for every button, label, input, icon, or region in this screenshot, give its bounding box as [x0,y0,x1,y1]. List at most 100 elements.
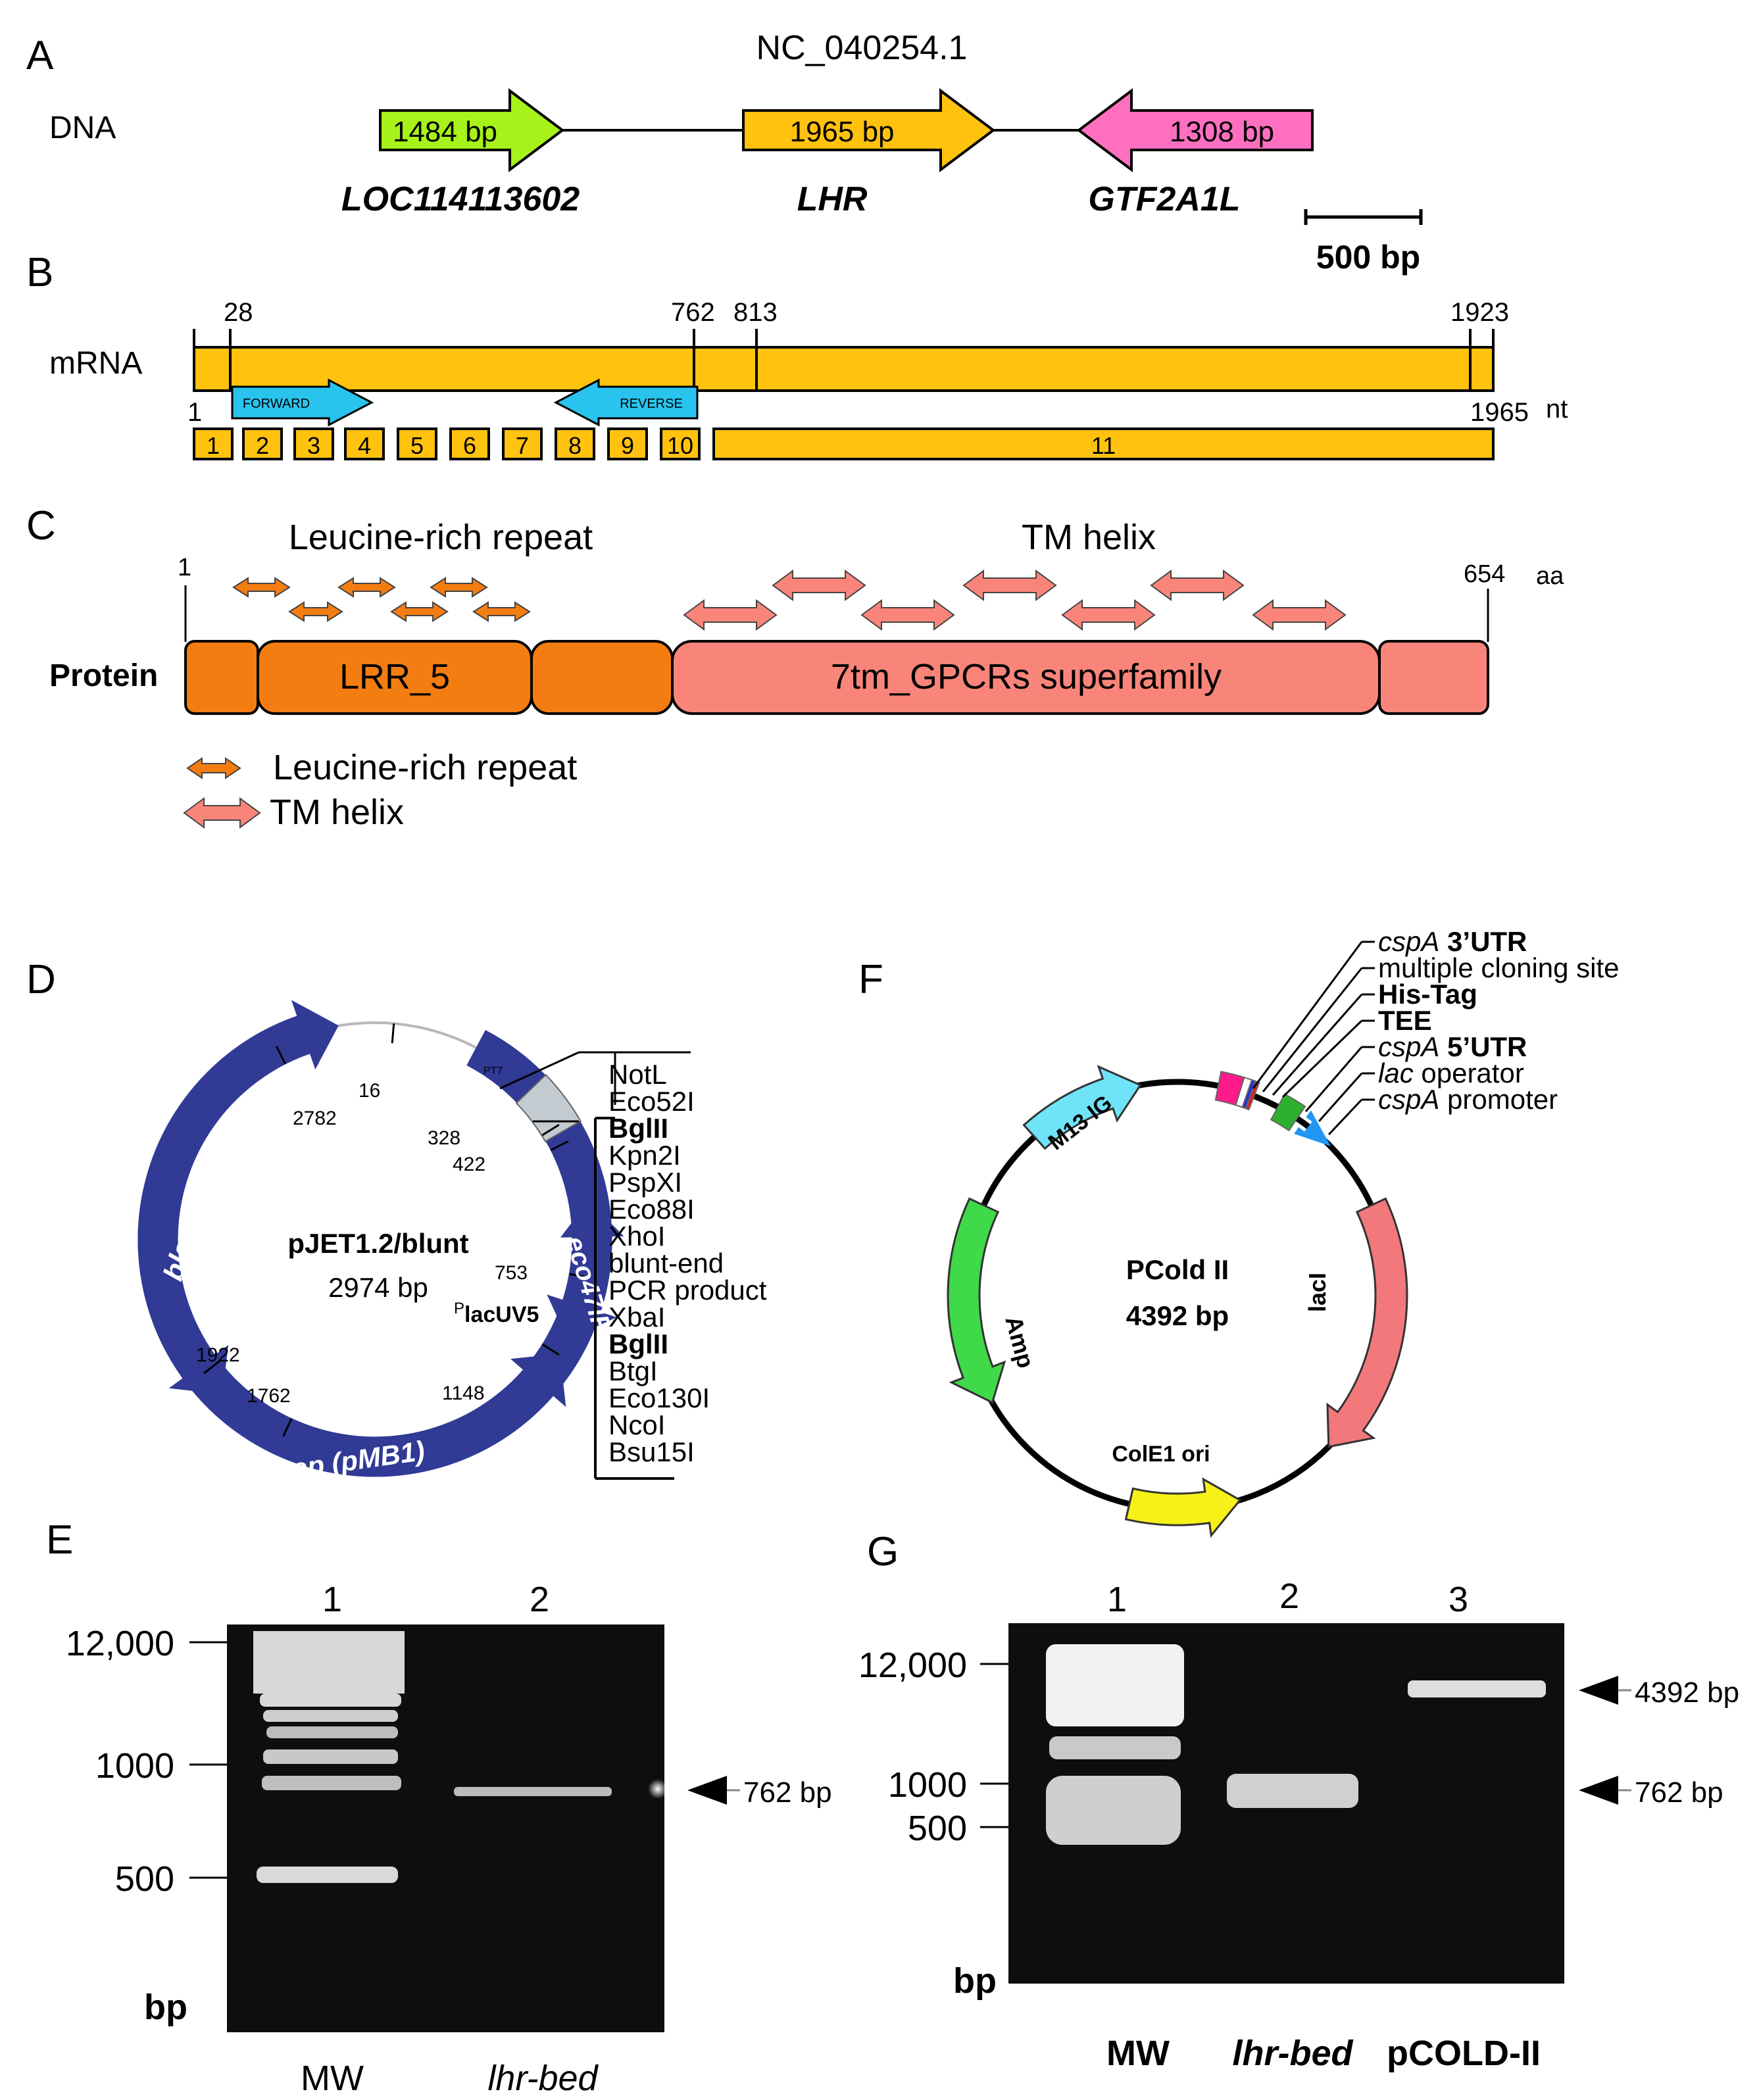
dna-row-label: DNA [49,110,116,145]
forward-primer-label: FORWARD [243,397,310,411]
exon-box [397,427,437,460]
heading-tm: TM helix [1022,518,1156,557]
pcold-callout: cspA 5’UTR [1378,1031,1527,1062]
gel-g-ladder-12000: 12,000 [858,1646,967,1685]
gel-g-band-label-762: 762 bp [1635,1776,1723,1809]
gene-arrow [1076,88,1314,172]
domain-box-nterm [184,640,259,715]
panel-c-letter: C [26,503,56,549]
gel-g-band-label-4392: 4392 bp [1635,1676,1739,1709]
restriction-site: BglII [608,1113,668,1144]
exon-box [607,427,648,460]
exon-box [293,427,334,460]
pcold-callout: multiple cloning site [1378,952,1620,983]
exon-label: 2 [256,432,269,459]
cole1-arc [1124,1477,1242,1538]
exon-label: 8 [568,432,582,459]
accession-label: NC_040254.1 [756,29,968,67]
legend-lrr-arrow [186,757,241,779]
m13-arc [1022,1065,1142,1150]
tm-helix-arrow [1252,599,1347,631]
legend-tm-label: TM helix [270,793,404,832]
panel-f: F PCold II 4392 bp M13 IG Amp ColE1 ori … [858,926,1620,1538]
exon-label: 3 [307,432,320,459]
mrna-row-label: mRNA [49,346,142,381]
gel-e-unit: bp [144,1988,187,2027]
lrr-arrow [430,577,488,598]
lrr-arrows [232,577,531,622]
exon-label: 5 [410,432,424,459]
restriction-site: PspXI [608,1167,682,1198]
exon-label: 7 [516,432,529,459]
gel-e-band-762 [454,1787,612,1796]
restriction-site: BtgI [608,1355,658,1386]
legend-lrr-label: Leucine-rich repeat [273,748,577,787]
tm-helix-arrow [1061,599,1156,631]
restriction-site: Eco52I [608,1086,695,1117]
heading-lrr: Leucine-rich repeat [289,518,593,557]
tick-label-762: 762 [671,298,715,327]
tm-helix-arrow [1150,570,1245,601]
pcold-callout: cspA promoter [1378,1084,1558,1115]
panel-b: B mRNA 28 762 813 1923 1 1965 nt FORWARD… [26,250,1568,460]
protein-end: 654 [1464,560,1505,588]
forward-primer-arrow [231,378,374,427]
exon-label: 11 [1091,432,1116,459]
restriction-site: Bsu15I [608,1436,695,1467]
pos-422: 422 [453,1154,485,1175]
gel-g-lane-3: 3 [1449,1580,1468,1619]
cole1-label: ColE1 ori [1112,1442,1210,1467]
lrr-arrow [288,601,343,622]
restriction-site: blunt-end [608,1248,724,1279]
gel-g-unit: bp [953,1961,997,2001]
panel-g: G 1 2 3 12,000 1000 500 bp 4392 bp 762 b… [858,1529,1739,2073]
exon-box [502,427,543,460]
domain-box-linker [530,640,674,715]
gene-size-label: 1965 bp [789,116,894,148]
pos-1148: 1148 [442,1382,485,1404]
tick-422 [550,1140,569,1152]
tick-328 [541,1123,560,1136]
tick-label-813: 813 [733,298,778,327]
pos-2782: 2782 [293,1108,337,1129]
legend [183,757,261,829]
gel-e-lane-2: 2 [530,1580,549,1619]
legend-tm-arrow [183,797,261,829]
pjet-name: pJET1.2/blunt [287,1228,468,1259]
panel-e: E 1 2 12,000 1000 500 bp 762 bp MW lhr-b… [46,1517,832,2098]
laci-arc [1326,1197,1408,1448]
rep-arc [274,1354,566,1477]
domain-box-cterm [1378,640,1489,715]
cspa-promoter-arc [1293,1110,1331,1146]
lrr-arrow [472,601,531,622]
exon-label: 1 [207,432,220,459]
gel-g-label-pcold: pCOLD-II [1387,2034,1541,2073]
utr-block [1245,1080,1260,1111]
gel-e-label-mw: MW [301,2059,364,2098]
gene-arrow [379,88,565,172]
protein-unit: aa [1536,562,1564,590]
pos-1762: 1762 [247,1385,291,1407]
gel-e-ladder-12000: 12,000 [66,1624,174,1663]
tm-helix-arrow [772,570,866,601]
pos-328: 328 [428,1127,460,1149]
restriction-sites: NotLEco52IBglIIKpn2IPspXIEco88IXhoIblunt… [608,1059,767,1467]
exon-box [344,427,385,460]
mrna-end: 1965 [1470,398,1529,427]
promoter-label: PlacUV5 [454,1300,539,1328]
pcold-callout: cspA 3’UTR [1378,926,1527,957]
restriction-site: XbaI [608,1302,665,1332]
restriction-site: BglII [608,1329,668,1359]
exon-box [242,427,283,460]
promoter-arc [560,1200,624,1313]
gel-e-arrow [687,1776,727,1805]
pcold-size: 4392 bp [1126,1300,1229,1331]
exon-label: 6 [463,432,476,459]
tick-1148 [541,1343,560,1356]
lrr-arrow [232,577,291,598]
reverse-primer-label: REVERSE [620,397,683,411]
pcold-features [947,1065,1408,1538]
